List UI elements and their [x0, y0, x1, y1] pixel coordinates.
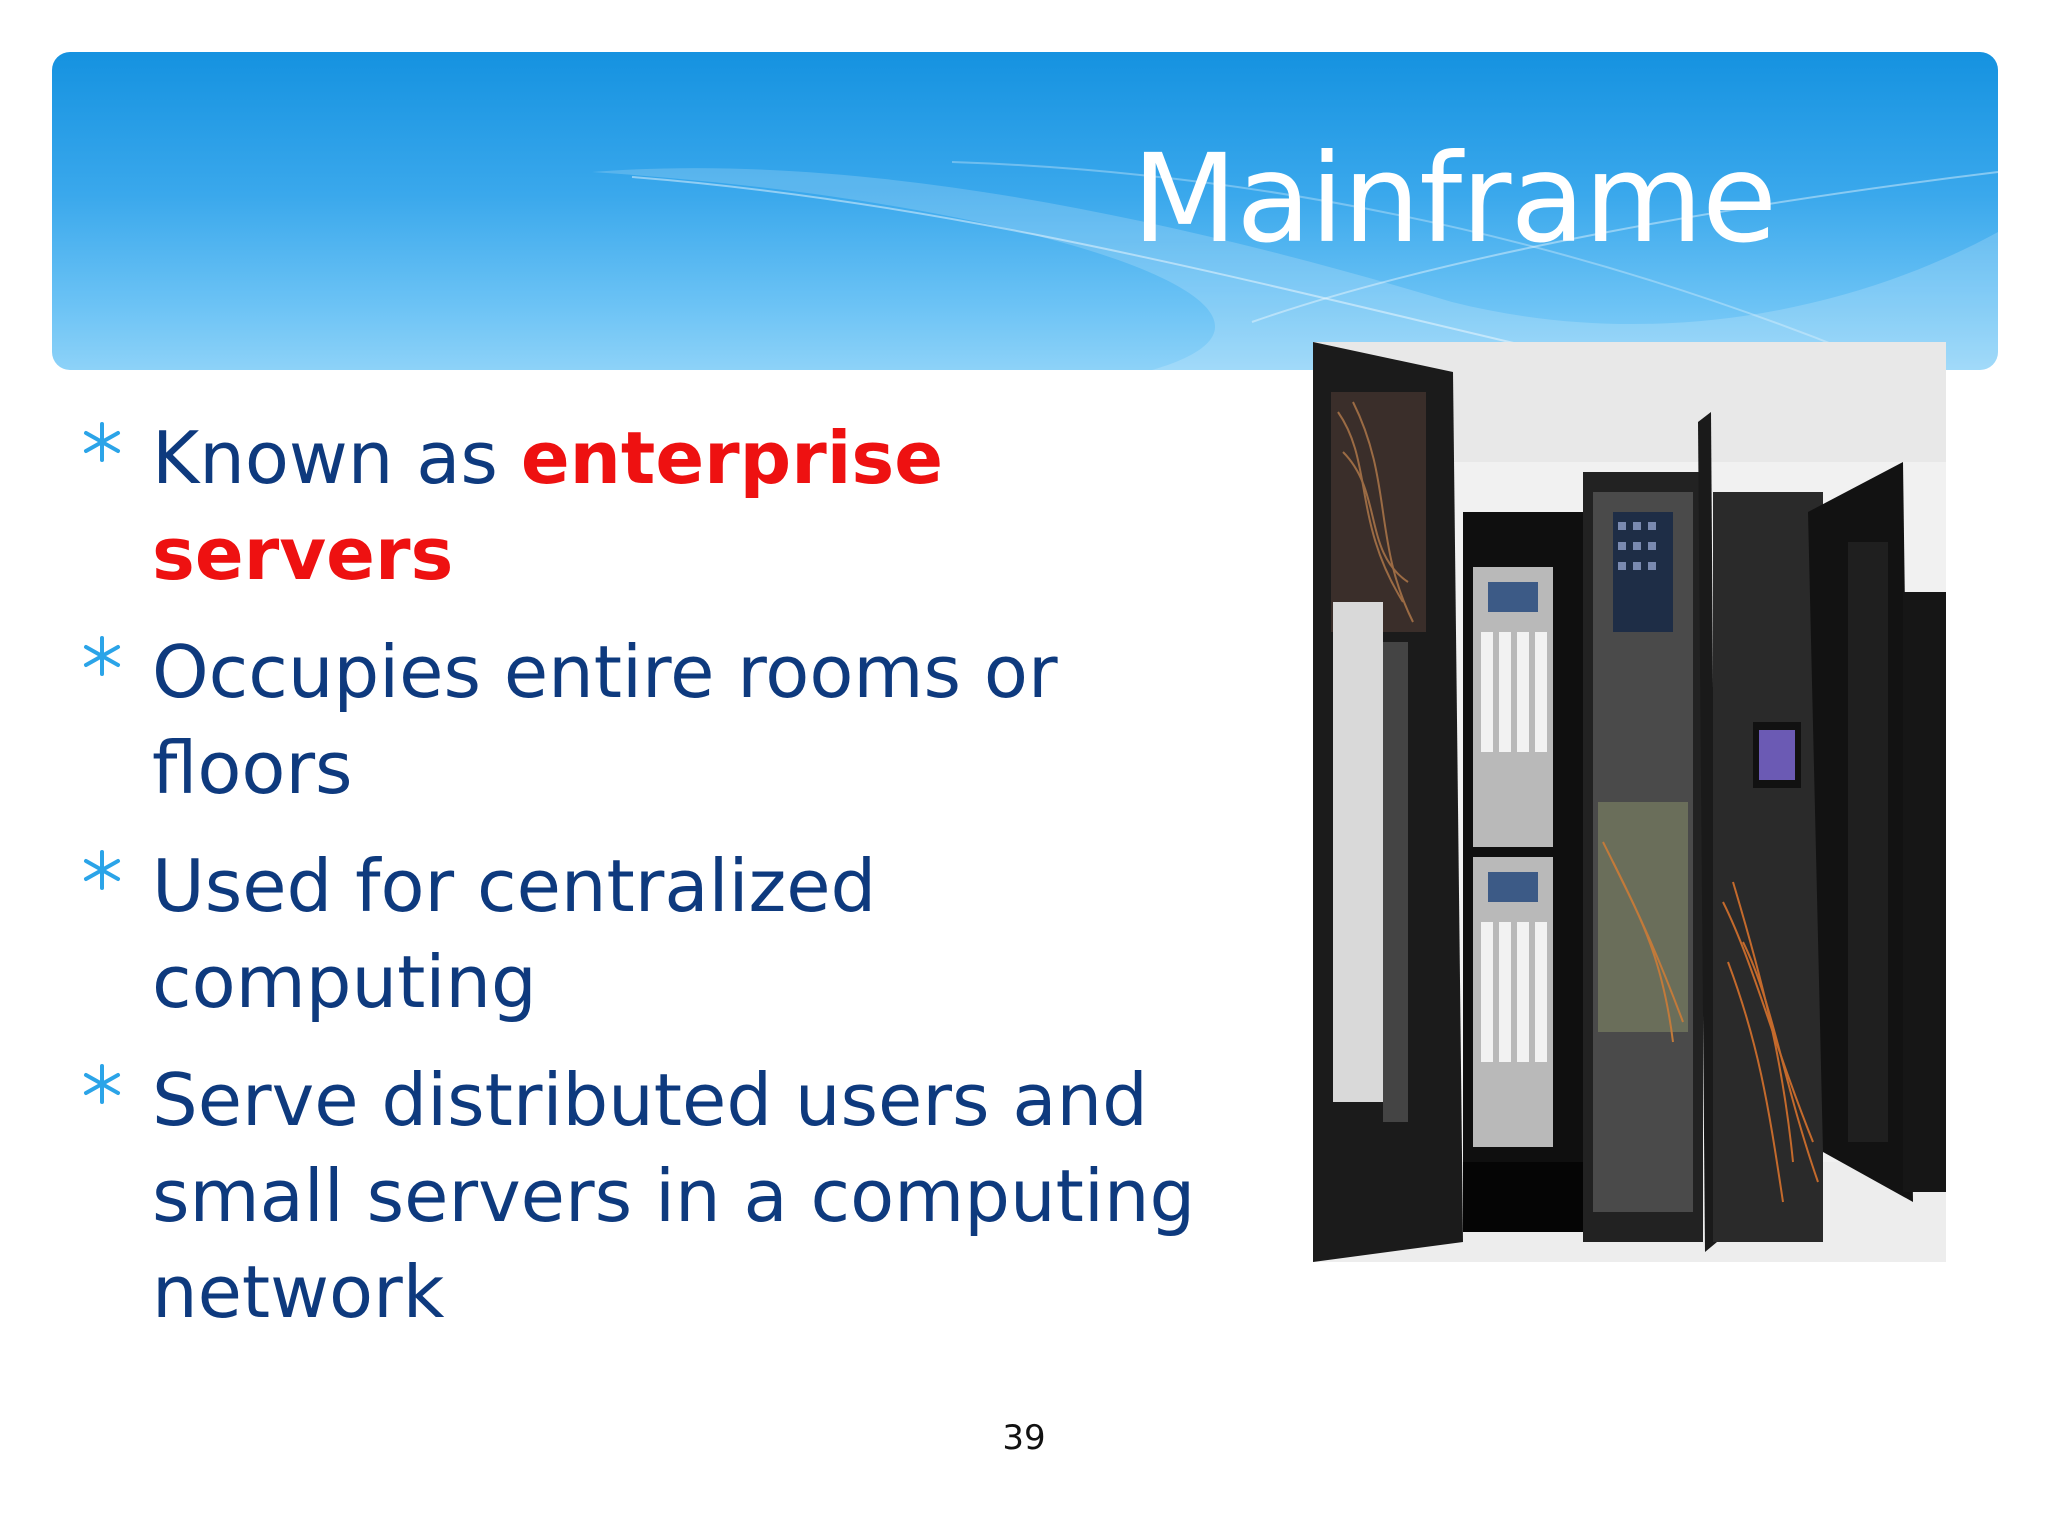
bullet-text: Serve distributed users and small server…	[152, 1058, 1196, 1334]
bullet-list: Known as enterprise servers Occupies ent…	[80, 410, 1260, 1362]
page-number: 39	[1002, 1418, 1046, 1458]
asterisk-icon	[84, 1064, 120, 1104]
asterisk-icon	[84, 850, 120, 890]
bullet-text: Used for centralized computing	[152, 844, 877, 1024]
bullet-text: Known as	[152, 416, 521, 500]
bullet-highlight-text: enterprise servers	[152, 416, 944, 596]
banner-wave-decoration	[592, 161, 1998, 370]
bullet-item: Serve distributed users and small server…	[80, 1052, 1260, 1340]
slide-title: Mainframe	[1132, 128, 1777, 270]
bullet-text: Occupies entire rooms or floors	[152, 630, 1058, 810]
asterisk-icon	[84, 636, 120, 676]
bullet-item: Used for centralized computing	[80, 838, 1260, 1030]
mainframe-cabinet-image	[1313, 342, 1946, 1262]
bullet-item: Known as enterprise servers	[80, 410, 1260, 602]
asterisk-icon	[84, 422, 120, 462]
title-banner: Mainframe	[52, 52, 1998, 370]
mainframe-photo	[1313, 342, 1946, 1262]
bullet-item: Occupies entire rooms or floors	[80, 624, 1260, 816]
